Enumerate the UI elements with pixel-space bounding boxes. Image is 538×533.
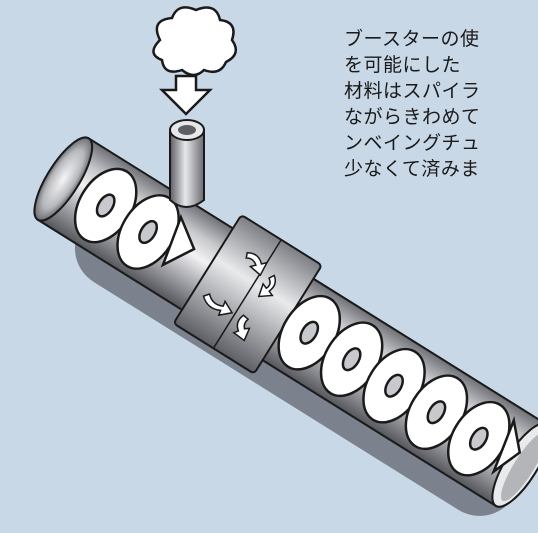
down-arrow-icon: [158, 74, 214, 116]
spiral-flow-left: [73, 167, 196, 270]
cloud-icon: [152, 6, 238, 77]
description-line: 少なくて済みま: [344, 158, 480, 180]
description-line: ンベイングチュ: [344, 132, 481, 154]
tube-left-end: [33, 136, 94, 222]
description-line: 材料はスパイラ: [344, 80, 481, 102]
description-line: ブースターの使: [344, 28, 480, 50]
description-line: ながらきわめて: [344, 106, 481, 128]
description-text: ブースターの使 を可能にした 材料はスパイラ ながらきわめて ンベイングチュ 少…: [344, 26, 538, 182]
curved-arrow-icon: [202, 251, 277, 342]
booster-tube: [33, 136, 538, 508]
inlet-pipe: [169, 119, 205, 208]
description-line: を可能にした: [344, 54, 462, 76]
spiral-flow: [277, 294, 522, 477]
